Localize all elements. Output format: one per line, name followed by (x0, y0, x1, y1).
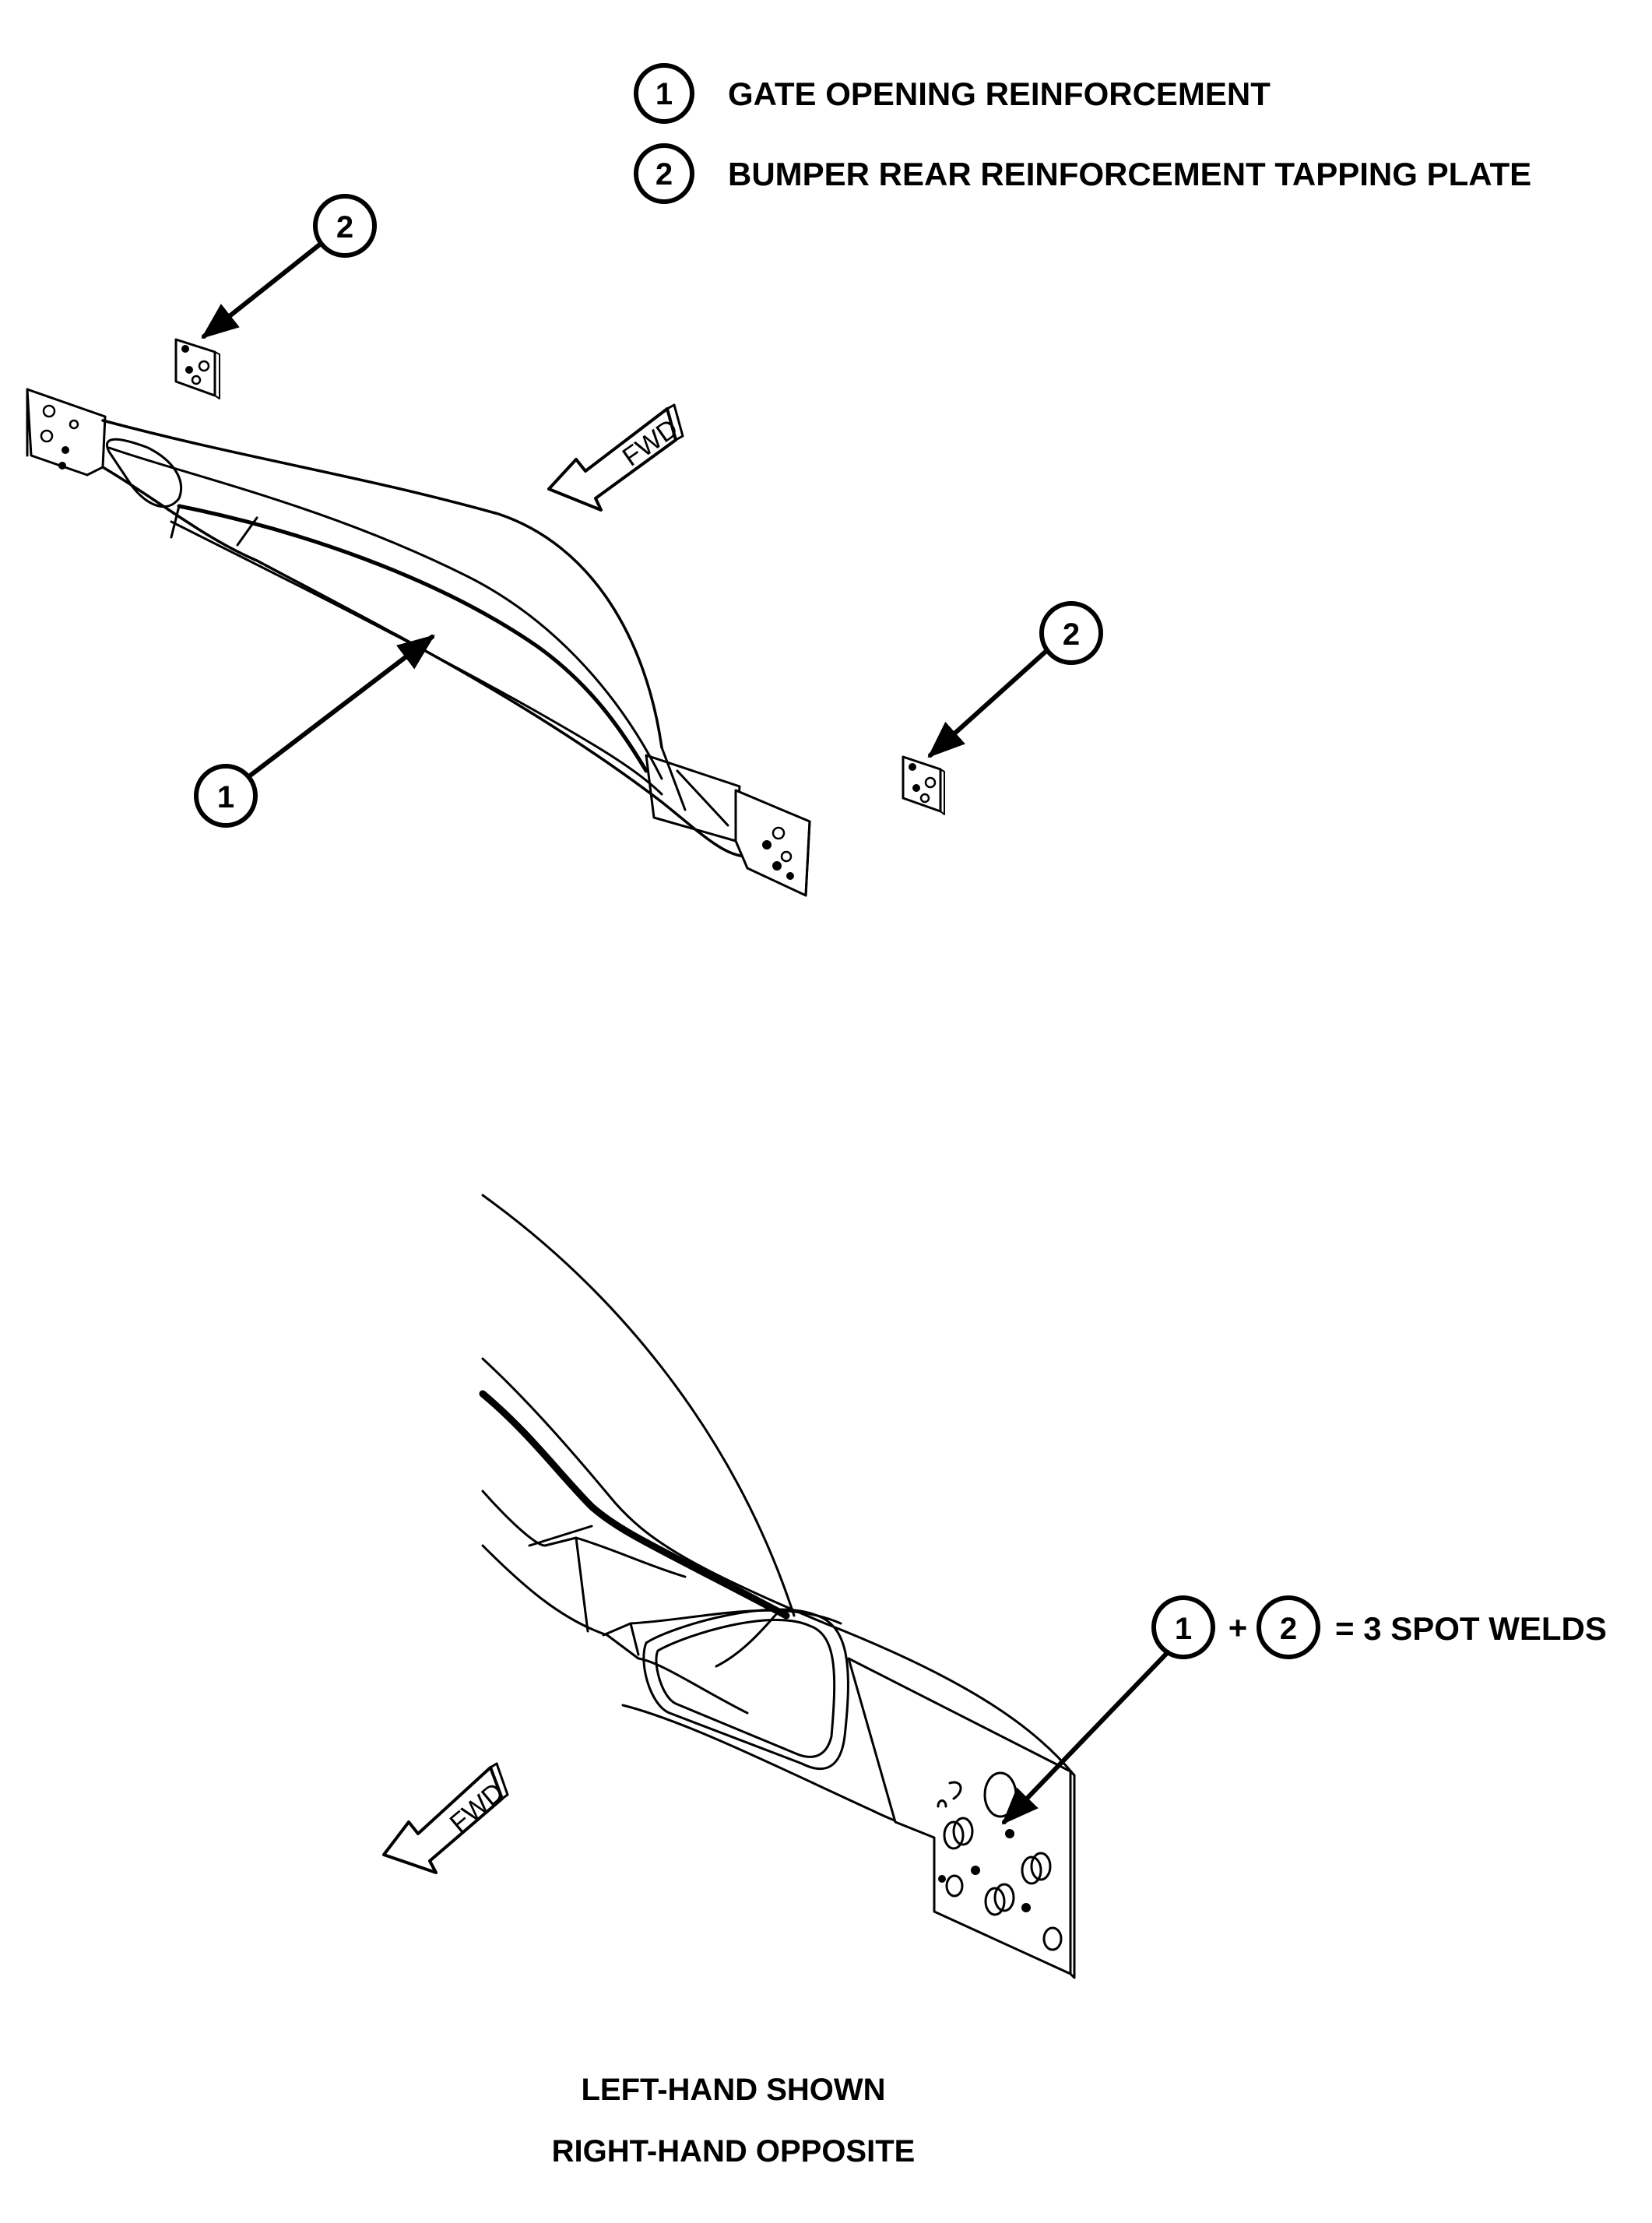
callout-circle (313, 194, 377, 258)
caption: LEFT-HAND SHOWN RIGHT-HAND OPPOSITE (552, 2073, 916, 2168)
spot-weld-mark (1005, 1829, 1014, 1838)
callout-circle (1039, 601, 1103, 665)
detail-view-drawing (479, 1194, 1076, 1979)
callout-arrow (247, 635, 435, 779)
legend-item-2: 2 BUMPER REAR REINFORCEMENT TAPPING PLAT… (634, 143, 1531, 204)
legend: 1 GATE OPENING REINFORCEMENT 2 BUMPER RE… (634, 63, 1531, 204)
legend-label-1: GATE OPENING REINFORCEMENT (728, 76, 1271, 112)
weld-note: 1 + 2 = 3 SPOT WELDS (1001, 1595, 1607, 1825)
weld-plus: + (1228, 1609, 1248, 1646)
tapping-plate-left (174, 338, 220, 399)
weld-callout-number-2: 2 (1280, 1612, 1297, 1646)
weld-callout-arrow (1001, 1650, 1170, 1825)
weld-callout-circle-1 (1151, 1595, 1215, 1659)
tapping-plate-right (902, 755, 945, 815)
weld-note-text: = 3 SPOT WELDS (1335, 1610, 1607, 1647)
beam-top-edge (101, 419, 663, 749)
weld-callout-number-1: 1 (1175, 1612, 1192, 1646)
legend-item-1: 1 GATE OPENING REINFORCEMENT (634, 63, 1271, 124)
weld-callout-circle-2 (1257, 1595, 1320, 1659)
caption-line-1: LEFT-HAND SHOWN (581, 2073, 885, 2107)
fwd-direction-arrow-top: FWD (547, 403, 684, 512)
callout-circle (194, 764, 258, 828)
weld-stud (1021, 1852, 1052, 1885)
legend-callout-circle-1 (634, 63, 694, 124)
left-flange (26, 388, 107, 477)
callout-arrow (201, 241, 323, 339)
legend-callout-number-1: 1 (656, 77, 673, 111)
weld-stud (943, 1817, 974, 1850)
legend-callout-number-2: 2 (656, 157, 673, 192)
right-flange (734, 789, 811, 897)
spot-weld-mark (1021, 1903, 1031, 1912)
callout-arrow (927, 649, 1049, 758)
legend-label-2: BUMPER REAR REINFORCEMENT TAPPING PLATE (728, 156, 1531, 192)
callout-top-right-2: 2 (927, 601, 1103, 758)
callout-number: 1 (217, 780, 234, 814)
callout-number: 2 (336, 210, 353, 244)
outer-curve (481, 1194, 796, 1617)
weld-stud (984, 1883, 1015, 1916)
gate-opening-reinforcement-drawing (26, 388, 811, 897)
spot-weld-mark (971, 1866, 980, 1875)
caption-line-2: RIGHT-HAND OPPOSITE (552, 2134, 916, 2168)
fwd-direction-arrow-bottom: FWD (382, 1762, 509, 1874)
callout-top-1: 1 (194, 635, 435, 828)
callout-top-left-2: 2 (201, 194, 377, 339)
callout-number: 2 (1063, 617, 1080, 652)
legend-callout-circle-2 (634, 143, 694, 204)
